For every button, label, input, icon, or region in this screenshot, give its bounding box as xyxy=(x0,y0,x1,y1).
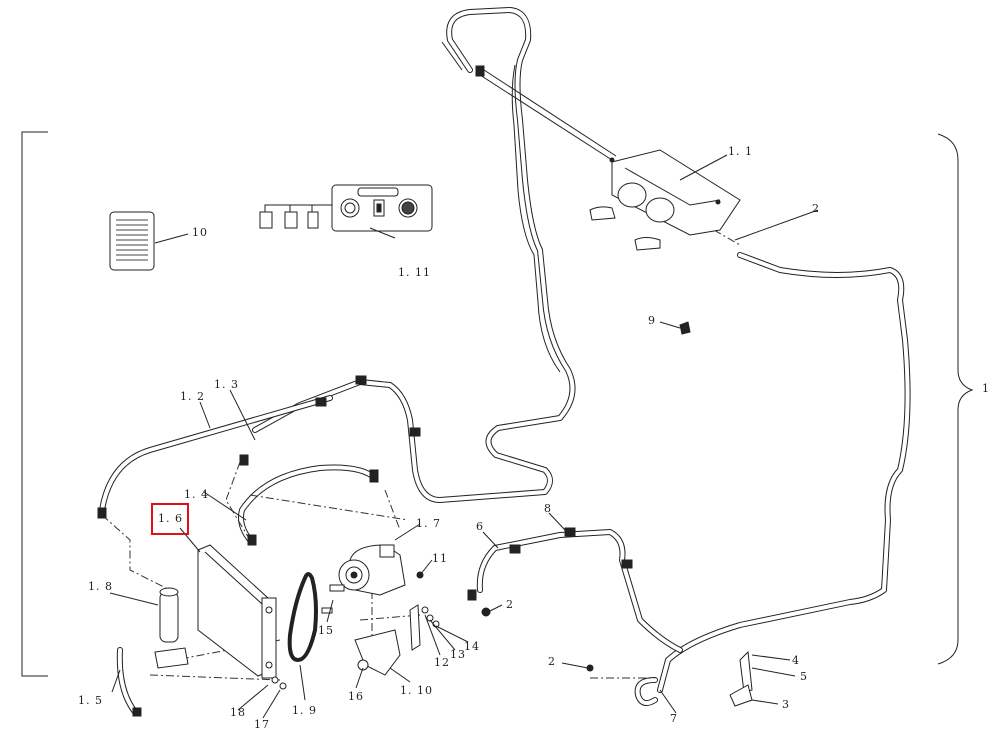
callout-1-2: 1. 2 xyxy=(180,390,205,403)
receiver-drier xyxy=(154,587,189,669)
callout-5: 5 xyxy=(800,670,808,683)
evaporator-unit xyxy=(589,149,741,251)
callout-2-mid: 2 xyxy=(506,598,514,611)
callout-1-9: 1. 9 xyxy=(292,704,317,717)
callout-2-bottom: 2 xyxy=(548,655,556,668)
callout-1-10: 1. 10 xyxy=(400,684,433,697)
callout-17: 17 xyxy=(254,718,270,731)
callout-14: 14 xyxy=(464,640,480,653)
callout-18: 18 xyxy=(230,706,246,719)
callout-3: 3 xyxy=(782,698,790,711)
callout-1-8: 1. 8 xyxy=(88,580,113,593)
callout-10: 10 xyxy=(192,226,208,239)
callout-1: 1 xyxy=(982,382,990,395)
clip-part xyxy=(679,321,691,335)
callout-7: 7 xyxy=(670,712,678,725)
callout-13: 13 xyxy=(450,648,466,661)
callout-12: 12 xyxy=(434,656,450,669)
callout-16: 16 xyxy=(348,690,364,703)
condenser xyxy=(197,544,277,679)
callout-15: 15 xyxy=(318,624,334,637)
callout-1-6: 1. 6 xyxy=(158,512,183,525)
drive-belt xyxy=(287,572,318,663)
hose-clips xyxy=(97,65,633,717)
callout-1-3: 1. 3 xyxy=(214,378,239,391)
callout-1-5: 1. 5 xyxy=(78,694,103,707)
right-brace xyxy=(937,133,974,665)
callout-8: 8 xyxy=(544,502,552,515)
callout-1-1: 1. 1 xyxy=(728,145,753,158)
callout-1-11: 1. 11 xyxy=(398,266,431,279)
callout-9: 9 xyxy=(648,314,656,327)
callout-6: 6 xyxy=(476,520,484,533)
callout-2-top: 2 xyxy=(812,202,820,215)
callout-11: 11 xyxy=(432,552,448,565)
left-bracket xyxy=(21,131,48,677)
fasteners xyxy=(271,571,753,707)
callout-4: 4 xyxy=(792,654,800,667)
callout-1-7: 1. 7 xyxy=(416,517,441,530)
hose-assembly xyxy=(99,7,911,715)
label-sticker xyxy=(109,211,155,271)
mount-bracket xyxy=(354,604,421,676)
control-panel xyxy=(259,184,433,232)
leader-lines xyxy=(109,154,819,719)
compressor xyxy=(329,544,406,596)
highlight-box xyxy=(151,503,189,535)
callout-1-4: 1. 4 xyxy=(184,488,209,501)
